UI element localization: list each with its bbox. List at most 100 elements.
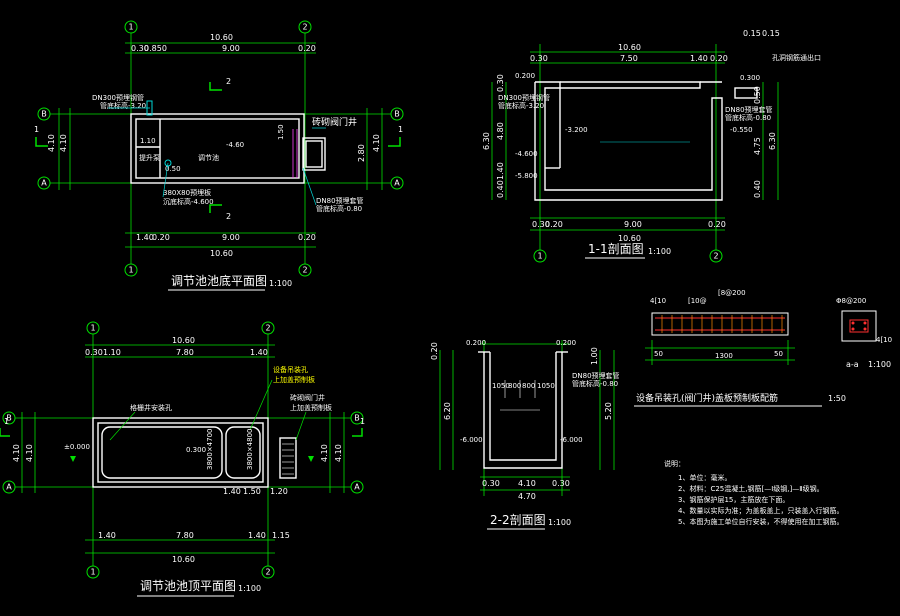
dim-top-sub: 0.850 (144, 44, 167, 53)
dim-bottom-sub: 1.40 (223, 487, 241, 496)
section-2-2: 1050 800 800 1050 DN80预埋套管 管底标高-0.80 0.2… (430, 339, 620, 530)
section-11-title: 1-1剖面图 (588, 242, 644, 256)
note-item: 5、本图为施工单位自行安装，不得使用在加工钢筋。 (678, 517, 843, 526)
bottom-plan-title: 调节池池底平面图 (171, 273, 267, 288)
hole-size-1: 3800×4700 (206, 429, 214, 471)
level: -5.800 (515, 172, 538, 180)
dim-right: 2.80 (357, 144, 366, 162)
axis-label-1: 1 (537, 252, 542, 261)
rebar-dot (851, 321, 855, 325)
dim-bottom-sub: 1.20 (270, 487, 288, 496)
dim-bottom-sub: 0.20 (545, 220, 563, 229)
note-in-level: 管底标高-3.20 (100, 101, 146, 110)
rebar-dot (863, 327, 867, 331)
dim-right: 5.20 (604, 402, 613, 420)
note-in-level: 管底标高-3.20 (498, 101, 544, 110)
slab-scale: 1:50 (828, 394, 846, 403)
sump (164, 159, 172, 167)
axis-label-b: B (354, 414, 360, 423)
dim-top-sub: 7.80 (176, 348, 194, 357)
note-hatch-hole: 格栅井安装孔 (130, 403, 172, 412)
dim-bottom-sub2: 7.80 (176, 531, 194, 540)
room-main-label: 调节池 (198, 153, 219, 162)
axis-label-b: B (41, 110, 47, 119)
section-11-scale: 1:100 (648, 247, 671, 256)
axis-label-1: 1 (128, 23, 133, 32)
dim-bottom-sub: 9.00 (624, 220, 642, 229)
dim-right: 4.10 (334, 444, 343, 462)
sub-dim: 1050 (537, 382, 555, 390)
section-mark: 2 (226, 77, 231, 86)
note-valve: 砖砌阀门井 (290, 393, 325, 402)
section-mark: 1 (34, 125, 39, 134)
axis-label-a: A (41, 179, 47, 188)
note-item: 3、钢筋保护层15，主筋放在下面。 (678, 495, 789, 504)
dim-bottom-sub: 0.20 (152, 233, 170, 242)
slab-title: 设备吊装孔(阀门井)盖板预制板配筋 (636, 392, 778, 404)
dim-top-sub: 0.30 (85, 348, 103, 357)
top-plan-title: 调节池池顶平面图 (140, 579, 236, 593)
notes: 说明： 1、单位：毫米。 2、材料：C25混凝土,钢筋[—Ⅰ级钢,]—Ⅱ级钢。 … (664, 459, 843, 526)
axis-label-2: 2 (302, 266, 307, 275)
dim-right: 4.10 (372, 134, 381, 152)
level-triangle (70, 456, 76, 462)
level-left: ±0.000 (64, 443, 90, 451)
aa-title: a-a (846, 360, 859, 369)
level: -4.600 (515, 150, 538, 158)
dim-left: 4.10 (47, 134, 56, 152)
lift-hole (225, 426, 261, 479)
notes-title: 说明： (664, 459, 685, 468)
dim-bottom-sub: 1.50 (243, 487, 261, 496)
aa-label: Φ8@200 (836, 297, 866, 305)
sub-dim: 800 (522, 382, 535, 390)
axis-label-2: 2 (265, 568, 270, 577)
slab-outline (651, 312, 789, 336)
note-in-pipe: DN300预埋钢管 (92, 93, 144, 102)
dim-top-sub: 0.20 (298, 44, 316, 53)
note-sump: 380X80预埋板 (163, 188, 211, 197)
axis-label-a: A (354, 483, 360, 492)
note-lift-hole: 设备吊装孔 (273, 365, 308, 374)
dim-left: 4.10 (12, 444, 21, 462)
axis-label-2: 2 (302, 23, 307, 32)
level: -0.550 (730, 126, 753, 134)
dim-left: 1.40 (496, 162, 505, 180)
tank-section-wall (534, 81, 723, 201)
note-out-pipe: DN80预埋套管 (316, 196, 364, 205)
axis-label-1: 1 (90, 568, 95, 577)
dim-top-sub: 1.10 (103, 348, 121, 357)
level: 0.200 (466, 339, 486, 347)
dim-total-top: 10.60 (210, 33, 233, 42)
dim-bottom-sub: 0.20 (298, 233, 316, 242)
tank-outer-wall (130, 113, 305, 184)
hole-size-2: 3800×4800 (246, 429, 254, 471)
dim-top-sub: 9.00 (222, 44, 240, 53)
slab-dim: 50 (774, 350, 783, 358)
bottom-plan-scale: 1:100 (269, 279, 292, 288)
section-mark: 1 (398, 125, 403, 134)
dim-inner: 1.50 (277, 124, 285, 140)
level-mark: -4.60 (226, 141, 244, 149)
dim-left: 4.10 (59, 134, 68, 152)
section-22-scale: 1:100 (548, 518, 571, 527)
level: 0.300 (740, 74, 760, 82)
section-22-title: 2-2剖面图 (490, 513, 546, 527)
dim-bottom-sub: 0.30 (482, 479, 500, 488)
dim-top-sub: 0.30 (530, 54, 548, 63)
dim-top-sub: 0.30 (131, 44, 149, 53)
level: 0.200 (556, 339, 576, 347)
slab-dim: 50 (654, 350, 663, 358)
dim-bottom-sub2: 1.40 (98, 531, 116, 540)
hatch-hole (101, 426, 223, 479)
slab-dim: 1300 (715, 352, 733, 360)
note-out-level: 管底标高-0.80 (316, 204, 362, 213)
dim-left: 0.40 (496, 180, 505, 198)
dim-left-total: 6.30 (482, 132, 491, 150)
dim-bottom-sub: 0.30 (532, 220, 550, 229)
room-pump-label: 提升泵 (139, 153, 160, 162)
axis-label-a: A (6, 483, 12, 492)
note-out-level: 管底标高-0.80 (725, 113, 771, 122)
dim-top-small: 0.15 (743, 29, 761, 38)
axis-label-b: B (394, 110, 400, 119)
